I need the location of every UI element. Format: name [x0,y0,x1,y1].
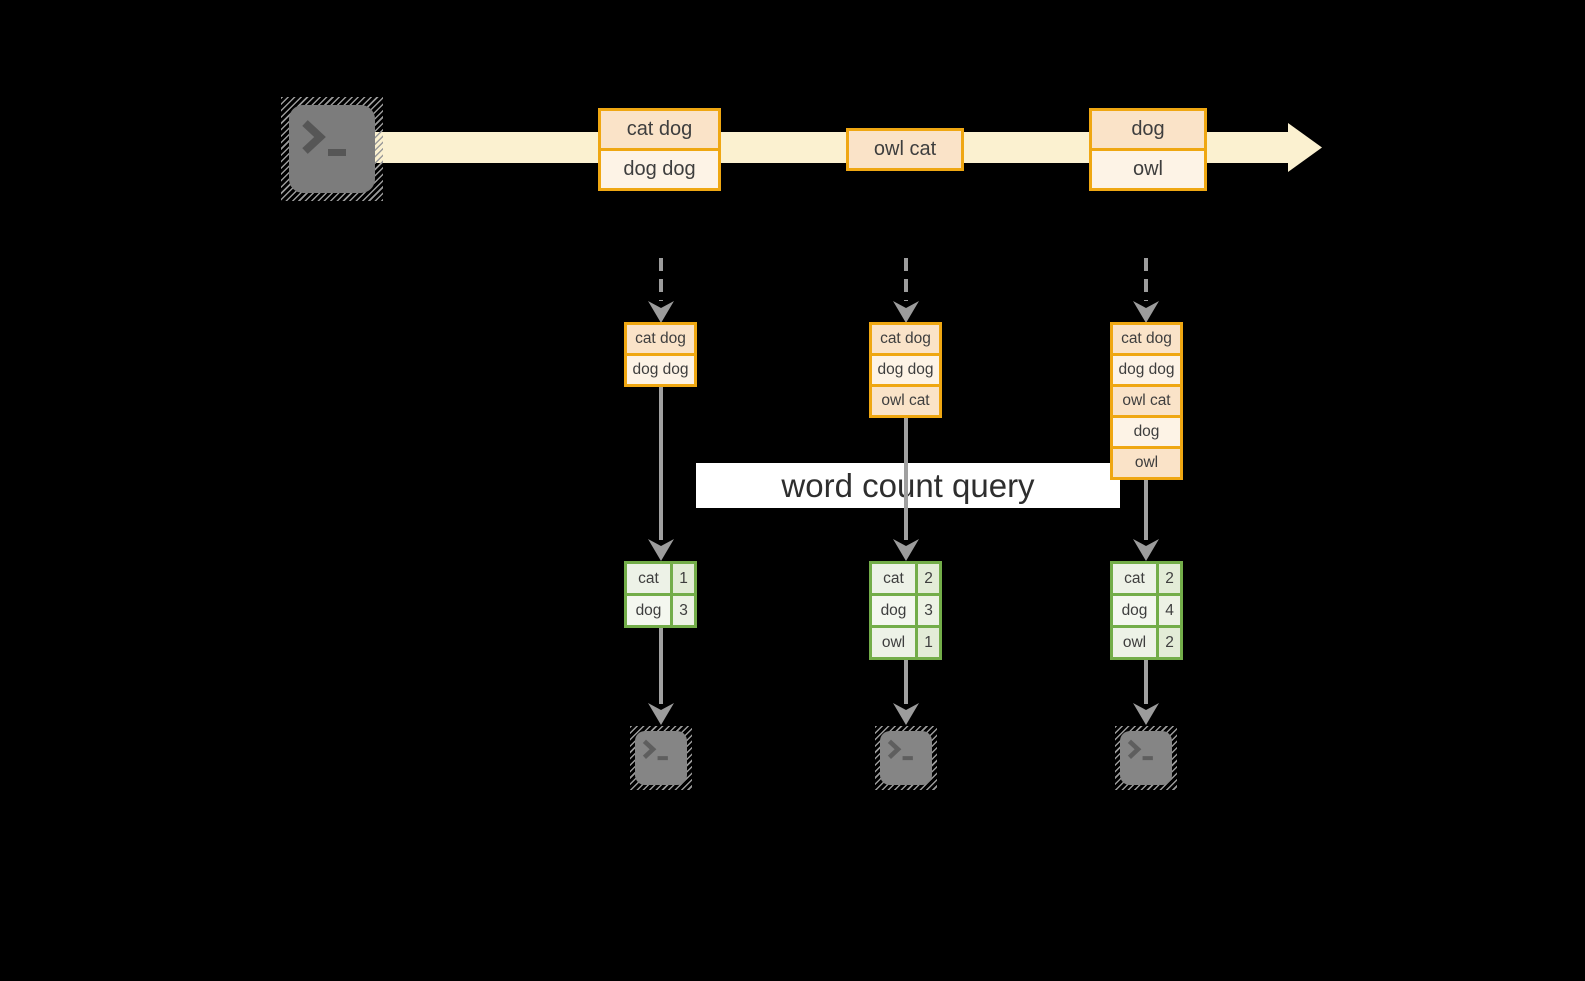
stream-event-box: owl cat [846,128,964,171]
count-cell: 1 [915,628,939,657]
word-cell: owl [881,634,906,651]
buffer-stack: cat dog dog dog [624,322,697,387]
word-cell: cat [638,570,659,587]
down-arrowhead-icon [648,539,674,561]
event-line: owl [1092,148,1204,188]
buffer-row: dog dog [1113,353,1180,384]
sink-terminal-icon [630,726,692,790]
buffer-row: owl cat [872,384,939,415]
sink-terminal-icon [875,726,937,790]
stream-event-box: cat dog dog dog [598,108,721,191]
source-terminal-icon [281,97,383,201]
terminal-body [1120,731,1172,785]
word-count-table: cat 2 dog 4 owl 2 [1110,561,1183,660]
buffer-row: cat dog [1113,325,1180,353]
dashed-arrow-line [1144,258,1148,301]
query-label: word count query [696,463,1120,508]
count-cell: 3 [915,596,939,625]
terminal-prompt-icon [887,739,913,761]
table-row: owl 1 [872,625,939,657]
buffer-row: dog [1113,415,1180,446]
table-row: dog 3 [627,593,694,625]
stream-event-box: dog owl [1089,108,1207,191]
word-cell: dog [1121,602,1148,619]
terminal-prompt-icon [1127,739,1153,761]
table-row: owl 2 [1113,625,1180,657]
down-arrowhead-icon [1133,301,1159,323]
terminal-body [635,731,687,785]
table-row: cat 2 [1113,564,1180,593]
buffer-stack: cat dog dog dog owl cat dog owl [1110,322,1183,480]
event-line: cat dog [601,111,718,148]
count-cell: 2 [915,564,939,593]
flow-arrow-line [904,660,908,704]
buffer-row: owl [1113,446,1180,477]
table-row: dog 3 [872,593,939,625]
count-cell: 1 [670,564,694,593]
flow-arrow-line [1144,480,1148,540]
count-cell: 4 [1156,596,1180,625]
buffer-stack: cat dog dog dog owl cat [869,322,942,418]
word-cell: cat [883,570,904,587]
stream-arrowhead-icon [1288,123,1322,172]
word-count-table: cat 1 dog 3 [624,561,697,628]
buffer-row: cat dog [872,325,939,353]
word-cell: cat [1124,570,1145,587]
dashed-arrow-line [659,258,663,301]
word-count-table: cat 2 dog 3 owl 1 [869,561,942,660]
word-cell: dog [635,602,662,619]
word-cell: owl [1122,634,1147,651]
sink-terminal-icon [1115,726,1177,790]
count-cell: 3 [670,596,694,625]
flow-arrow-line [1144,660,1148,704]
down-arrowhead-icon [893,539,919,561]
down-arrowhead-icon [648,703,674,725]
table-row: cat 2 [872,564,939,593]
buffer-row: owl cat [1113,384,1180,415]
event-line: dog [1092,111,1204,148]
down-arrowhead-icon [1133,703,1159,725]
buffer-row: dog dog [627,353,694,384]
terminal-body [880,731,932,785]
dashed-arrow-line [904,258,908,301]
terminal-prompt-icon [302,120,346,156]
terminal-prompt-icon [642,739,668,761]
count-cell: 2 [1156,564,1180,593]
event-line: dog dog [601,148,718,188]
down-arrowhead-icon [1133,539,1159,561]
table-row: cat 1 [627,564,694,593]
terminal-body [289,105,375,193]
flow-arrow-line [659,387,663,540]
count-cell: 2 [1156,628,1180,657]
flow-arrow-line [659,628,663,704]
flow-arrow-line [904,418,908,540]
event-line: owl cat [849,131,961,168]
buffer-row: dog dog [872,353,939,384]
down-arrowhead-icon [893,301,919,323]
down-arrowhead-icon [648,301,674,323]
down-arrowhead-icon [893,703,919,725]
table-row: dog 4 [1113,593,1180,625]
word-cell: dog [880,602,907,619]
buffer-row: cat dog [627,325,694,353]
